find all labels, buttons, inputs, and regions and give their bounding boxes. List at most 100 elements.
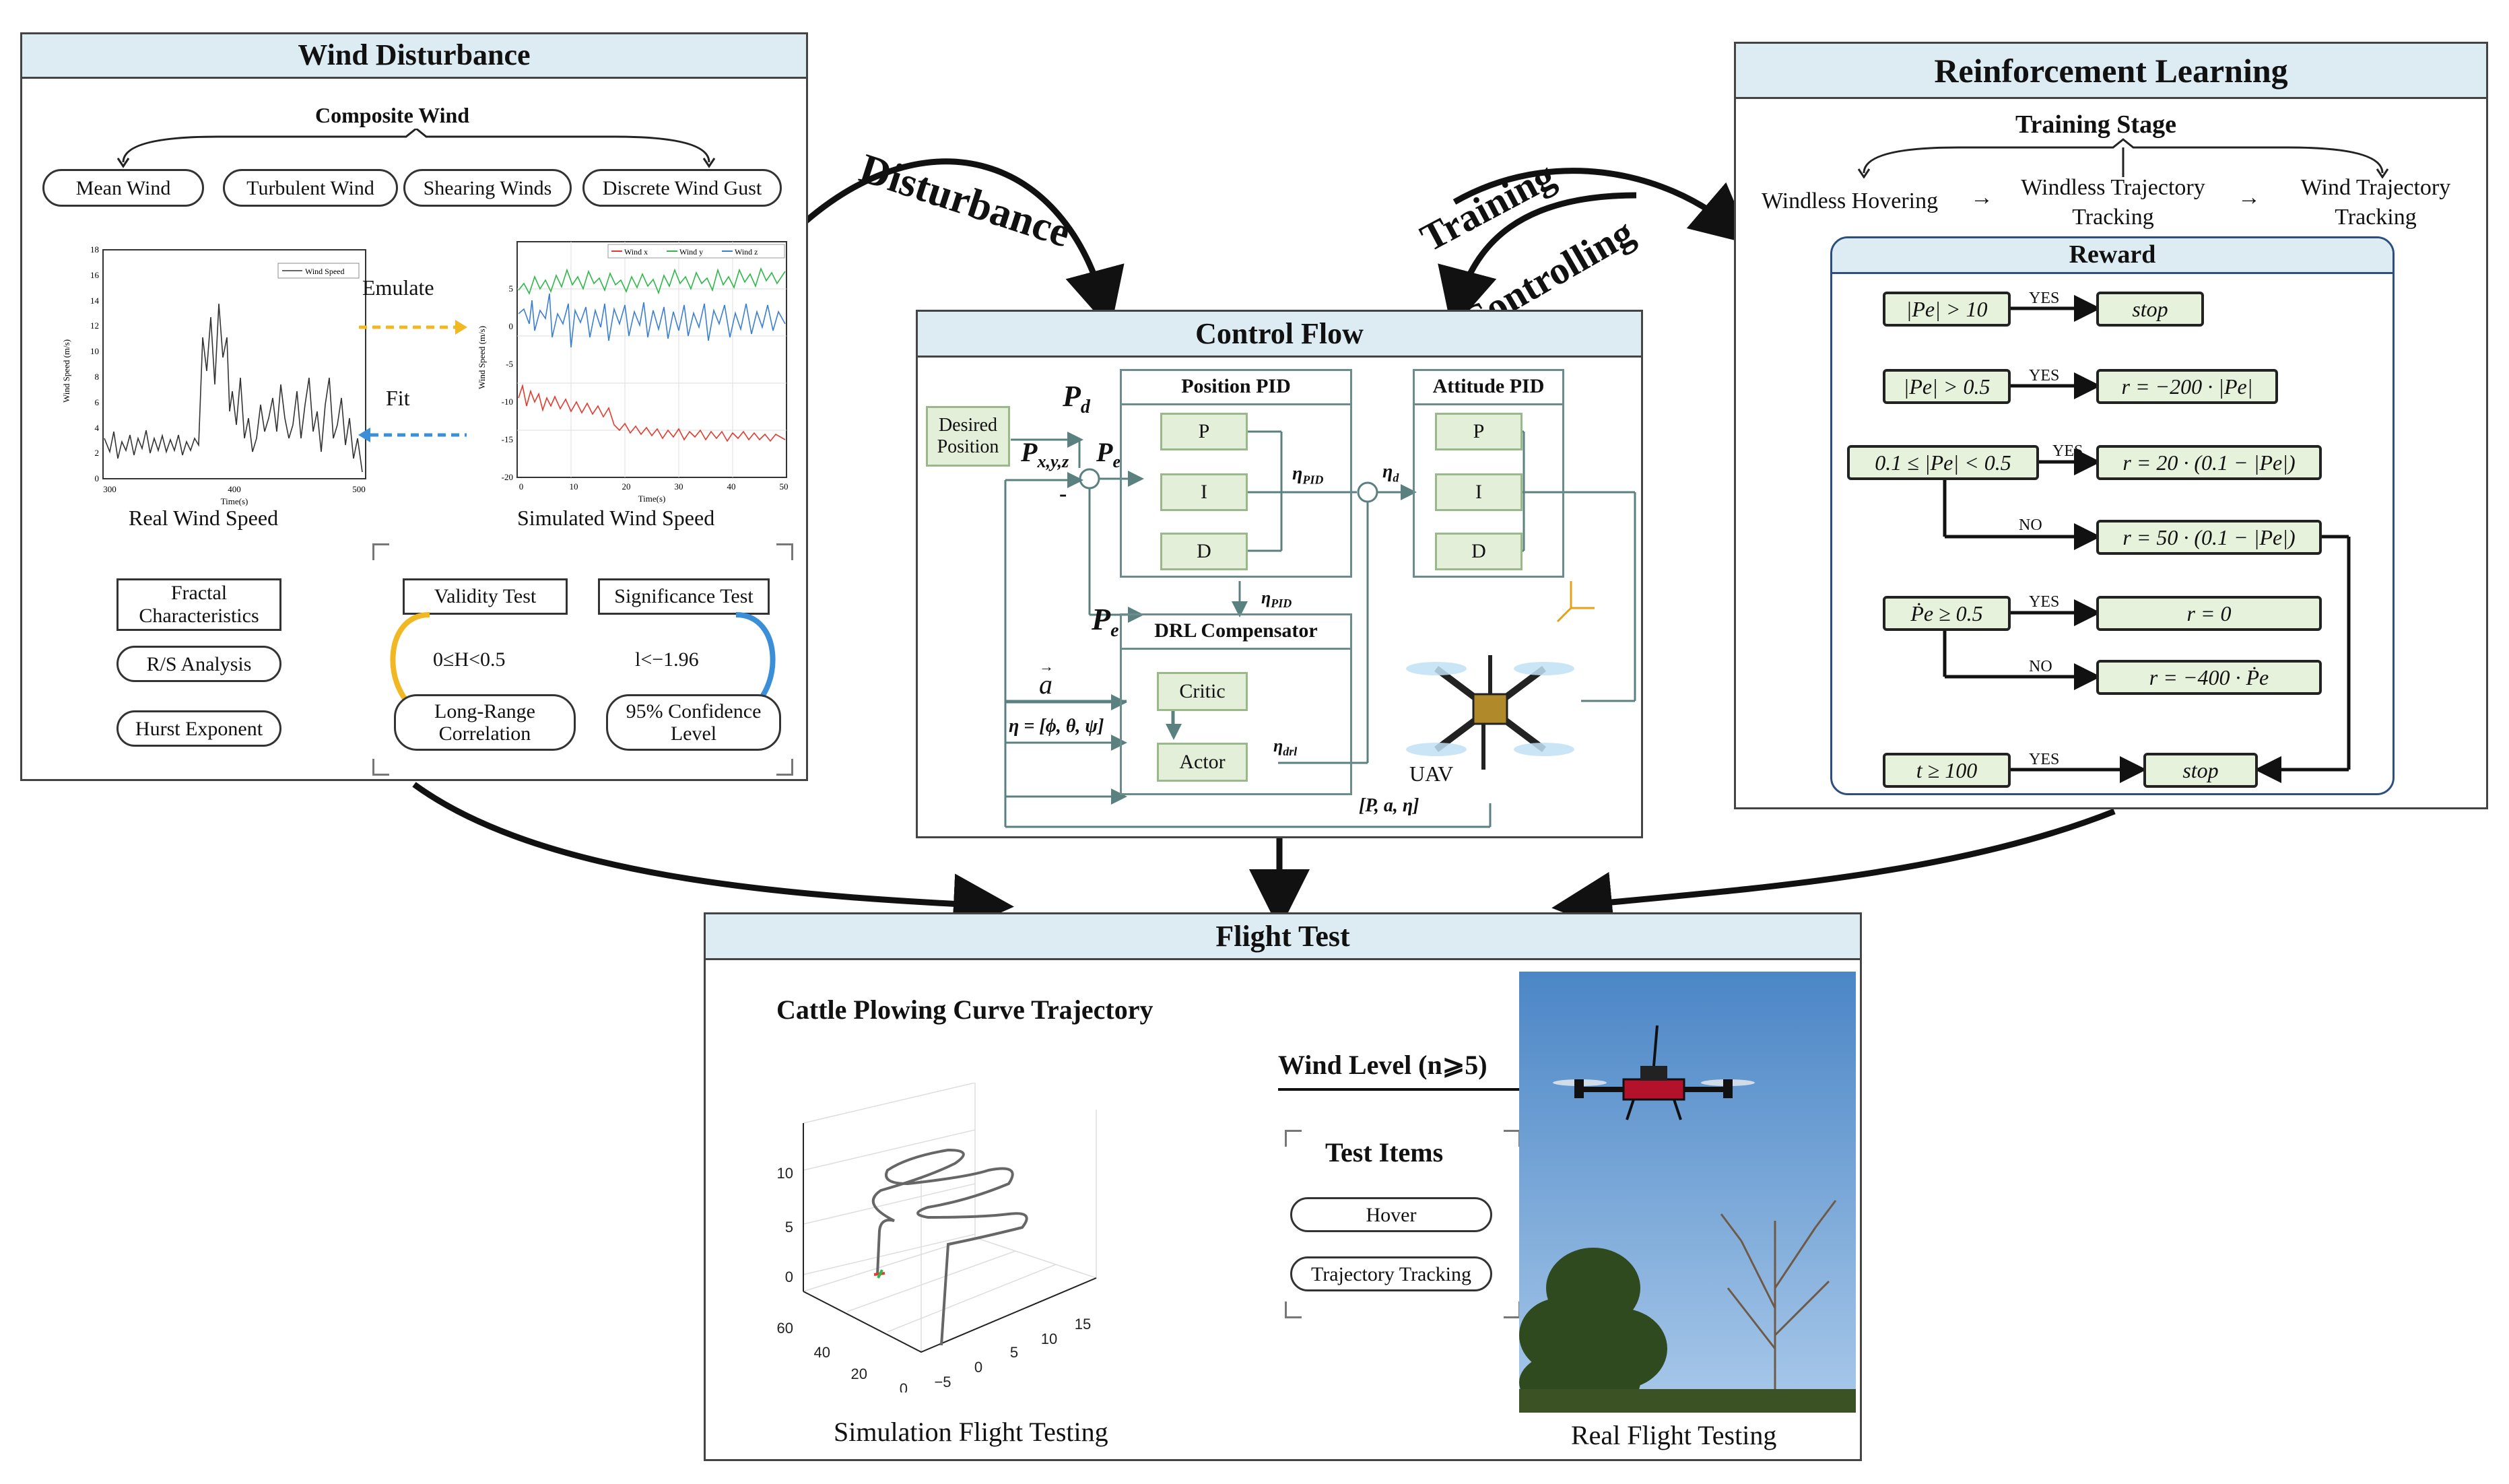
shearing-winds-pill: Shearing Winds [403, 169, 572, 207]
control-panel-header: Control Flow [918, 312, 1641, 358]
h-condition: 0≤H<0.5 [433, 648, 506, 671]
cond-pe-dot: Ṗe ≥ 0.5 [1883, 596, 2011, 631]
z-tick: 0 [785, 1269, 793, 1285]
cond-t-ge-100: t ≥ 100 [1883, 753, 2011, 788]
real-ytick: 4 [95, 423, 100, 433]
mean-wind-pill: Mean Wind [42, 169, 204, 207]
accel-vector-arrow: → [1039, 658, 1054, 675]
flight-panel-header: Flight Test [706, 914, 1860, 960]
training-arrow [1452, 168, 1753, 245]
attitude-pid-box: Attitude PID [1413, 369, 1564, 578]
simulation-trajectory-plot: 10 5 0 60 40 20 0 −5 0 5 10 15 [777, 1083, 1097, 1392]
real-flight-photo [1519, 972, 1856, 1413]
emulate-label: Emulate [362, 275, 434, 300]
sim-flight-caption: Simulation Flight Testing [834, 1417, 1108, 1447]
sim-legend-z: Wind z [735, 247, 758, 257]
reward-stop-1: stop [2096, 292, 2204, 327]
actor-box: Actor [1157, 743, 1248, 782]
yes-label: YES [2029, 290, 2060, 307]
controlling-arrow [1438, 192, 1637, 330]
reward-title: Reward [1832, 238, 2393, 274]
trajectory-tracking-pill: Trajectory Tracking [1290, 1256, 1492, 1291]
real-ylabel: Wind Speed (m/s) [61, 339, 71, 403]
reward-zero: r = 0 [2096, 596, 2322, 631]
composite-wind-label: Composite Wind [315, 103, 470, 127]
real-ytick: 14 [90, 296, 100, 306]
sim-ytick: -15 [502, 434, 513, 444]
eta-pid-subscript: PID [1271, 597, 1292, 611]
no-label: NO [2019, 516, 2042, 534]
position-d: D [1160, 533, 1248, 570]
position-i: I [1160, 473, 1248, 511]
sim-xtick: 20 [622, 481, 631, 492]
simulated-wind-chart: 5 0 -5 -10 -15 -20 0 10 20 30 40 50 Time… [477, 241, 789, 504]
real-ytick: 6 [95, 397, 100, 407]
discrete-gust-pill: Discrete Wind Gust [582, 169, 782, 207]
significance-test-box: Significance Test [598, 578, 770, 615]
yes-label: YES [2052, 442, 2083, 460]
state-vector-label: [P, a, η] [1359, 795, 1419, 816]
sim-ytick: 5 [509, 283, 514, 294]
pd-symbol: P [1063, 380, 1081, 413]
drl-compensator-box: DRL Compensator [1120, 613, 1352, 795]
eta-symbol: η [1273, 736, 1283, 755]
real-legend: Wind Speed [305, 267, 345, 276]
critic-box: Critic [1157, 672, 1248, 711]
real-wind-caption: Real Wind Speed [129, 506, 279, 530]
real-wind-yticks: 0 2 4 6 8 10 12 14 16 18 [90, 244, 100, 483]
sim-legend-x: Wind x [624, 247, 648, 257]
turbulent-wind-pill: Turbulent Wind [223, 169, 398, 207]
rl-panel-header: Reinforcement Learning [1736, 44, 2486, 99]
y-tick: 60 [777, 1320, 793, 1337]
stage-wind-tracking: Wind Trajectory Tracking [2300, 175, 2451, 230]
no-label: NO [2029, 658, 2052, 675]
real-ytick: 18 [90, 244, 99, 255]
stage-windless-tracking: Windless Trajectory Tracking [2021, 175, 2205, 230]
sim-ytick: -20 [502, 472, 513, 482]
real-wind-chart: 0 2 4 6 8 10 12 14 16 18 300 400 500 Tim… [61, 244, 366, 506]
sim-wind-x-series [518, 383, 786, 442]
x-tick: 15 [1075, 1316, 1091, 1333]
cond-pe-gt-10: |Pe| > 10 [1883, 292, 2011, 327]
real-ytick: 16 [90, 270, 100, 280]
pd-subscript: d [1080, 396, 1090, 417]
reward-box: Reward [1830, 236, 2395, 795]
pxyz-subscript: x,y,z [1037, 452, 1069, 471]
wind-to-flight-arrow [412, 782, 1014, 935]
uav-drone-graphic [1406, 581, 1595, 770]
eta-d-label: ηd [1382, 461, 1399, 485]
bracket-corner [776, 543, 793, 560]
eta-symbol: η [1292, 463, 1303, 484]
pe-symbol: P [1092, 602, 1111, 636]
attitude-d: D [1435, 533, 1523, 570]
sim-xtick: 50 [780, 481, 789, 492]
pe-subscript: e [1110, 620, 1119, 642]
bracket-corner [1285, 1130, 1302, 1147]
eta-d-subscript: d [1393, 471, 1399, 485]
bare-tree [1720, 1200, 1837, 1413]
attitude-pid-title: Attitude PID [1415, 371, 1562, 405]
fractal-box: Fractal Characteristics [116, 578, 281, 631]
stage-arrow: → [1970, 185, 1993, 210]
wind-disturbance-panel: Wind Disturbance Composite Wind Mean Win… [20, 32, 808, 781]
eta-pid-label-lower: ηPID [1261, 588, 1292, 611]
pe-subscript: e [1112, 452, 1120, 471]
emulate-arrow [359, 320, 467, 335]
attitude-p: P [1435, 413, 1523, 450]
wind-level-underline [1278, 1088, 1520, 1091]
bracket-corner [776, 759, 793, 776]
real-flight-caption: Real Flight Testing [1571, 1420, 1777, 1450]
control-flow-panel: Control Flow [916, 310, 1643, 838]
x-tick: 5 [1010, 1344, 1018, 1361]
x-tick: −5 [934, 1374, 951, 1390]
x-tick: 0 [974, 1359, 982, 1376]
training-stage-brace [1857, 138, 2389, 178]
cond-pe-range: 0.1 ≤ |Pe| < 0.5 [1847, 445, 2039, 480]
reward-stop-2: stop [2143, 753, 2258, 788]
reward-50: r = 50 · (0.1 − |Pe|) [2096, 520, 2322, 555]
drl-title: DRL Compensator [1122, 615, 1350, 650]
sim-xtick: 0 [519, 481, 524, 492]
pe-label-top: Pe [1096, 436, 1120, 472]
sim-wind-caption: Simulated Wind Speed [517, 506, 715, 530]
eta-equation: η = [ϕ, θ, ψ] [1009, 716, 1104, 737]
